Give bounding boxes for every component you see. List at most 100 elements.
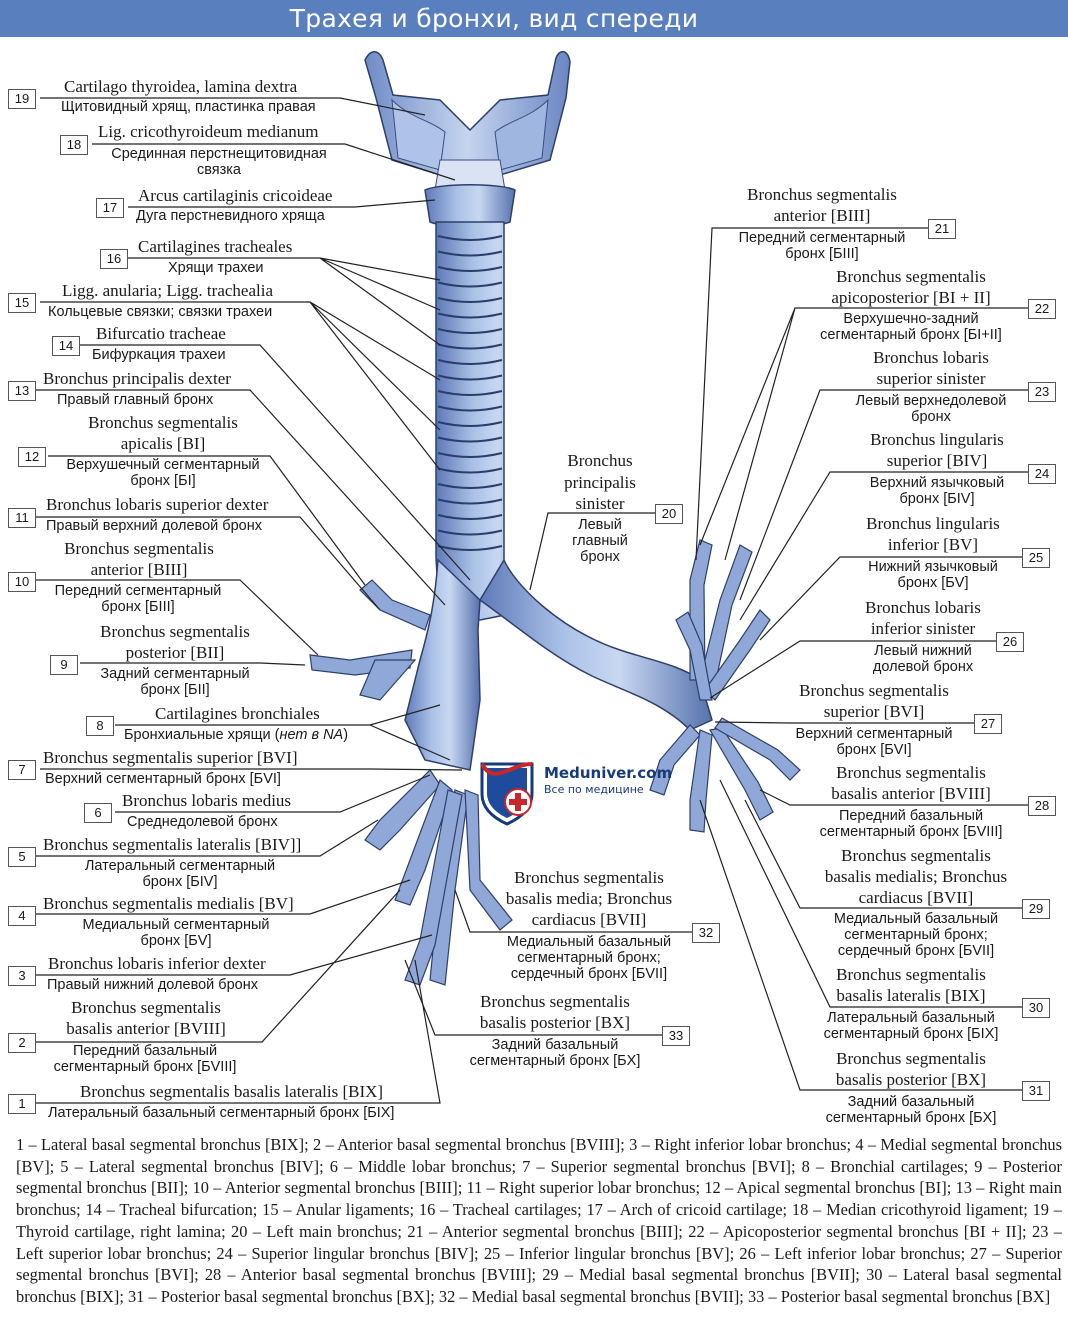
label-32-latin-2: basalis media; Bronchus (505, 889, 673, 908)
meduniver-logo (480, 762, 534, 826)
label-18-latin: Lig. cricothyroideum medianum (98, 122, 319, 141)
tracheal-ring (437, 498, 503, 505)
label-number-2: 2 (8, 1033, 36, 1053)
label-22-russian-1: Верхушечно-задний (843, 311, 979, 327)
label-18-russian-1: Срединная перстнещитовидная (111, 146, 327, 162)
tracheal-ring (437, 405, 503, 412)
label-26-russian-1: Левый нижний (874, 643, 972, 659)
label-31-latin-1: Bronchus segmentalis (836, 1049, 986, 1068)
left-main-bronchus (479, 558, 713, 731)
label-12-latin-2: apicalis [BI] (120, 434, 206, 453)
label-8-russian: Бронхиальные хрящи (нет в NA) (124, 727, 349, 743)
tracheal-ring (437, 359, 503, 365)
label-29-latin-1: Bronchus segmentalis (841, 846, 991, 865)
label-5-russian-1: Латеральный сегментарный (84, 858, 276, 874)
label-24-latin-1: Bronchus lingularis (870, 430, 1004, 449)
label-1-latin: Bronchus segmentalis basalis lateralis [… (80, 1082, 384, 1101)
label-7-russian: Верхний сегментарный бронх [БVI] (45, 771, 281, 787)
label-20-russian-1: Левый (578, 517, 622, 533)
label-6-latin: Bronchus lobaris medius (122, 791, 292, 810)
label-2-latin-1: Bronchus segmentalis (71, 998, 221, 1017)
label-number-15: 15 (8, 293, 36, 313)
label-12-latin-1: Bronchus segmentalis (88, 413, 238, 432)
left-bronchial-branches (649, 539, 801, 833)
figure-caption: 1 – Lateral basal segmental bronchus [BI… (16, 1135, 1062, 1306)
label-number-7: 7 (8, 760, 36, 780)
label-number-1: 1 (8, 1094, 36, 1114)
tracheal-ring (437, 483, 503, 489)
label-23-latin-2: superior sinister (876, 369, 986, 388)
label-number-30: 30 (1022, 998, 1050, 1018)
label-28-russian-2: сегментарный бронх [БVIII] (819, 824, 1003, 840)
label-15-latin: Ligg. anularia; Ligg. trachealia (62, 281, 273, 300)
tracheal-rings (437, 235, 503, 551)
label-27-russian-1: Верхний сегментарный (795, 726, 953, 742)
label-9-latin-2: posterior [BII] (125, 643, 225, 662)
label-number-18: 18 (60, 135, 88, 155)
label-32-russian-1: Медиальный базальный (506, 934, 672, 950)
label-number-10: 10 (8, 572, 36, 592)
label-number-32: 32 (692, 923, 720, 943)
label-number-28: 28 (1028, 796, 1056, 816)
label-25-russian-2: бронх [БV] (897, 575, 969, 591)
label-28-latin-1: Bronchus segmentalis (836, 763, 986, 782)
label-8-latin: Cartilagines bronchiales (155, 704, 320, 723)
tracheal-ring (437, 452, 503, 458)
label-19-russian: Щитовидный хрящ, пластинка правая (61, 99, 316, 115)
label-number-31: 31 (1022, 1081, 1050, 1101)
label-number-21: 21 (928, 219, 956, 239)
label-14-russian: Бифуркация трахеи (92, 347, 226, 363)
label-17-russian: Дуга перстневидного хряща (136, 208, 325, 224)
label-33-russian-1: Задний базальный (491, 1037, 619, 1053)
label-number-4: 4 (8, 906, 36, 926)
title-bar: Трахея и бронхи, вид спереди (0, 0, 1068, 37)
label-number-26: 26 (996, 632, 1024, 652)
label-number-33: 33 (662, 1026, 690, 1046)
label-10-latin-2: anterior [BIII] (90, 560, 188, 579)
label-number-19: 19 (8, 89, 36, 109)
label-number-5: 5 (8, 847, 36, 867)
label-13-latin: Bronchus principalis dexter (43, 369, 231, 388)
logo-name: Meduniver.com (544, 764, 673, 782)
label-29-russian-2: сегментарный бронх; (844, 927, 988, 943)
label-26-russian-2: долевой бронх (872, 659, 974, 675)
label-16-latin: Cartilagines tracheales (138, 237, 293, 256)
label-26-latin-2: inferior sinister (870, 619, 976, 638)
label-24-latin-2: superior [BIV] (886, 451, 988, 470)
tracheal-ring (437, 514, 503, 520)
label-24-russian-1: Верхний язычковый (869, 475, 1005, 491)
tracheal-ring (437, 436, 503, 443)
label-number-14: 14 (52, 336, 80, 356)
label-10-latin-1: Bronchus segmentalis (64, 539, 214, 558)
label-32-latin-3: cardiacus [BVII] (531, 910, 647, 929)
label-32-latin-1: Bronchus segmentalis (514, 868, 664, 887)
label-5-russian-2: бронх [БIV] (142, 874, 218, 890)
label-23-latin-1: Bronchus lobaris (873, 348, 989, 367)
label-5-latin: Bronchus segmentalis lateralis [BIV]] (43, 835, 302, 854)
label-21-russian-2: бронх [БIII] (785, 246, 859, 262)
label-11-russian: Правый верхний долевой бронх (46, 518, 262, 534)
label-7-latin: Bronchus segmentalis superior [BVI] (43, 748, 298, 767)
label-number-25: 25 (1022, 548, 1050, 568)
label-22-russian-2: сегментарный бронх [БI+II] (820, 327, 1002, 343)
label-12-russian-2: бронх [БI] (130, 473, 196, 489)
label-22-latin-1: Bronchus segmentalis (836, 267, 986, 286)
tracheal-ring (437, 374, 503, 381)
label-28-russian-1: Передний базальный (838, 808, 984, 824)
label-4-russian-1: Медиальный сегментарный (82, 917, 270, 933)
label-20-latin-1: Bronchus (567, 451, 633, 470)
tracheal-ring (437, 312, 503, 319)
label-17-latin: Arcus cartilaginis cricoideae (138, 186, 333, 205)
cricoid-arch (424, 184, 516, 228)
label-number-27: 27 (974, 714, 1002, 734)
label-25-russian-1: Нижний язычковый (868, 559, 998, 575)
label-number-11: 11 (8, 508, 36, 528)
label-25-latin-2: inferior [BV] (887, 535, 979, 554)
label-number-9: 9 (50, 655, 78, 675)
label-30-russian-1: Латеральный базальный (827, 1010, 995, 1026)
label-4-russian-2: бронх [БV] (140, 933, 212, 949)
label-21-latin-2: anterior [BIII] (773, 206, 871, 225)
label-number-20: 20 (655, 504, 683, 524)
label-number-12: 12 (18, 447, 46, 467)
